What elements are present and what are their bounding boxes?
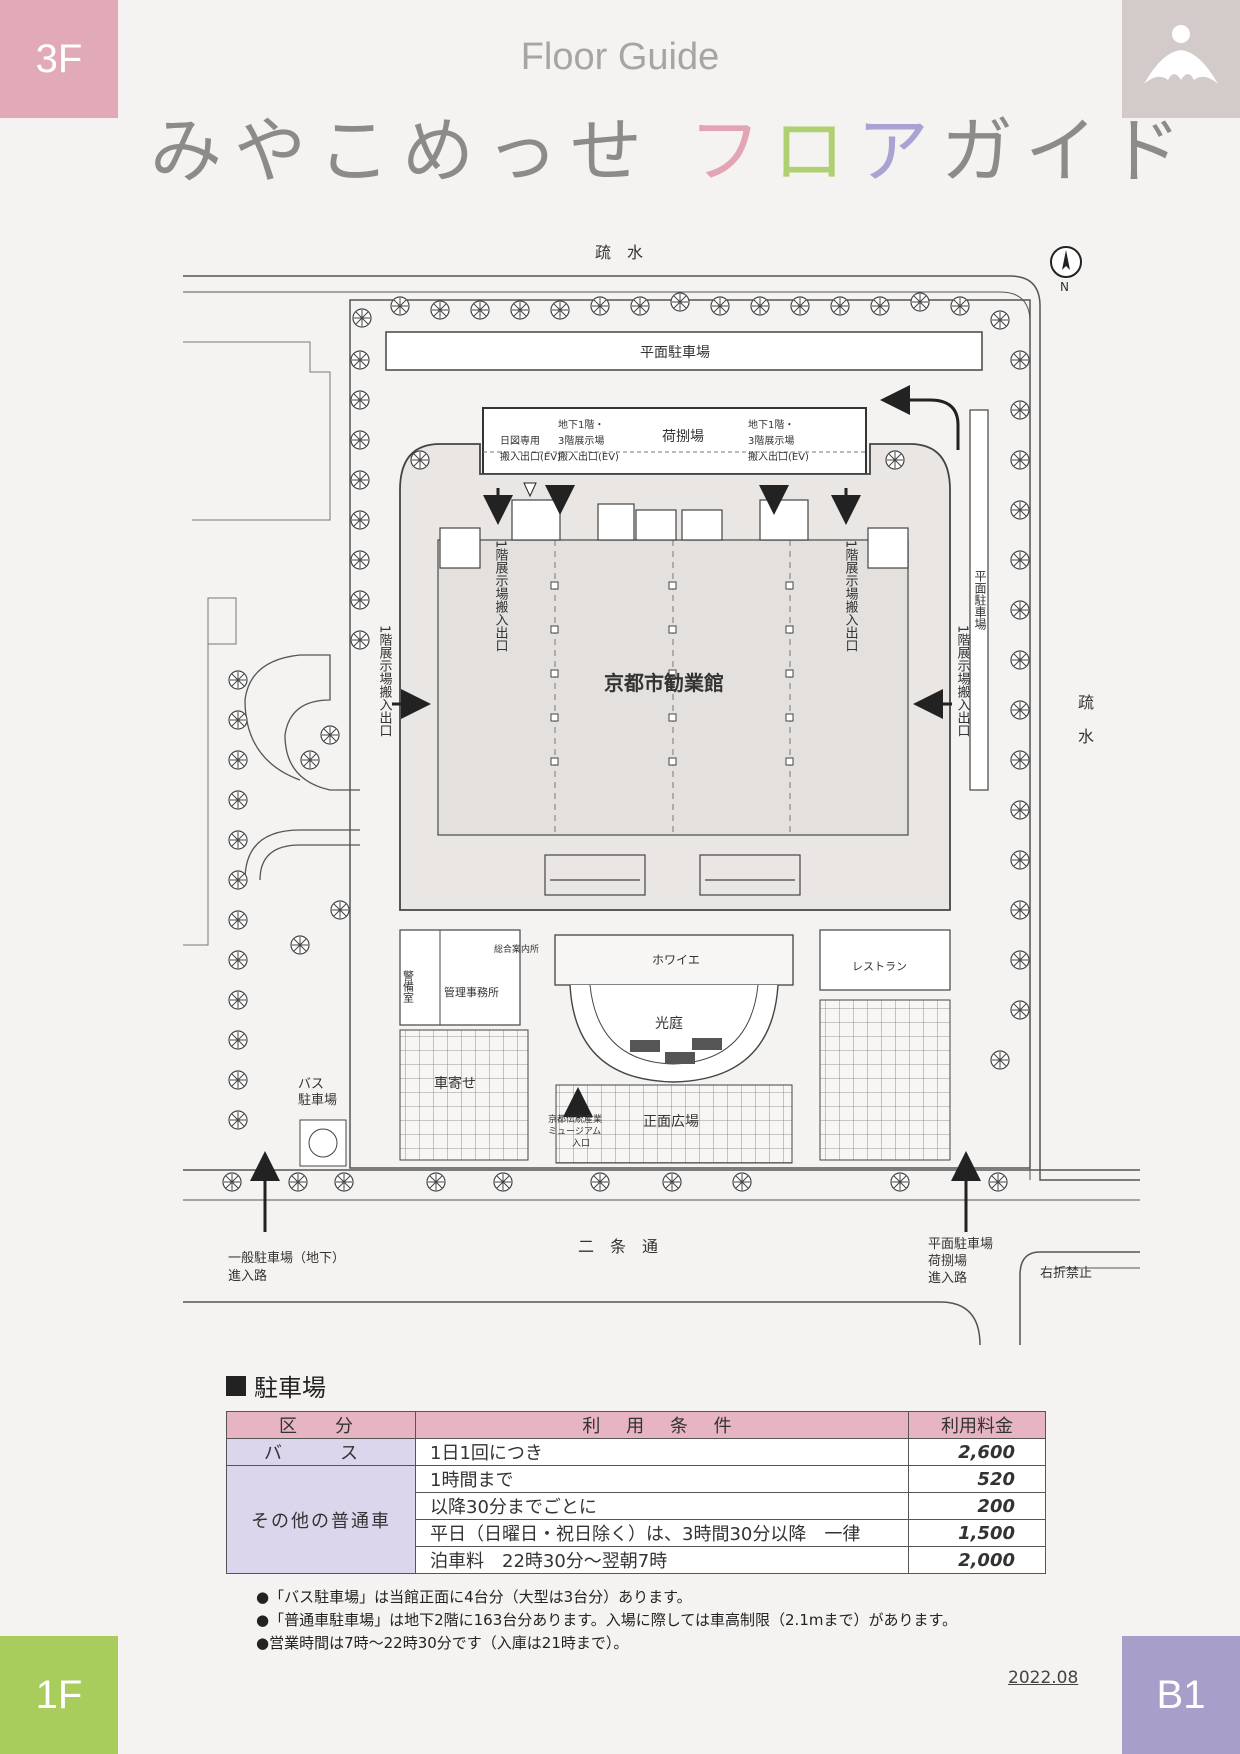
north-indicator: N (1060, 280, 1069, 294)
label-loading-mid-3: 搬入出口(EV) (558, 450, 619, 463)
label-canal-right-2: 水 (1078, 727, 1094, 746)
label-foyer: ホワイエ (652, 953, 700, 967)
parking-notes: ●「バス駐車場」は当館正面に4台分（大型は3台分）あります。 ●「普通車駐車場」… (256, 1586, 957, 1655)
category-car: その他の普通車 (226, 1465, 416, 1574)
title-jp-venue: みやこめっせ (150, 109, 689, 193)
table-row: 泊車料 22時30分〜翌朝7時 2,000 (227, 1546, 1046, 1574)
title-jp-fu: フ (688, 109, 773, 193)
fee-car-1: 520 (908, 1465, 1046, 1493)
label-drop-off: 車寄せ (434, 1075, 476, 1092)
label-loading-left-2: 搬入出口(EV) (500, 450, 561, 463)
label-admin-office: 管理事務所 (444, 985, 499, 999)
publication-date: 2022.08 (1008, 1668, 1079, 1688)
note-bus-parking: ●「バス駐車場」は当館正面に4台分（大型は3台分）あります。 (256, 1588, 692, 1606)
label-museum-1: 京都伝統産業 (548, 1113, 602, 1125)
label-right-entry-3: 進入路 (928, 1270, 967, 1286)
floor-tab-1f[interactable]: 1F (0, 1636, 118, 1754)
header-category: 区 分 (226, 1411, 416, 1439)
condition-car-2: 以降30分までごとに (415, 1492, 909, 1520)
label-loading-mid-2: 3階展示場 (558, 434, 604, 447)
label-general-parking-2: 進入路 (228, 1268, 267, 1284)
label-canal-top: 疏 水 (595, 243, 643, 262)
label-canal-right-1: 疏 (1078, 693, 1094, 712)
table-row: その他の普通車 1時間まで 520 (226, 1465, 1046, 1574)
fee-car-4: 2,000 (908, 1546, 1046, 1574)
table-row: バ ス 1日1回につき 2,600 (226, 1438, 1046, 1466)
title-japanese: みやこめっせ フロアガイド (150, 92, 1193, 197)
label-right-parking: 平面駐車場 (973, 570, 987, 631)
floor-tab-b1[interactable]: B1 (1122, 1636, 1240, 1754)
label-loading-vertical-3: 1階展示場搬入出口 (377, 625, 393, 738)
title-jp-guide: ガイド (940, 109, 1193, 193)
floor-tab-b1-label: B1 (1156, 1672, 1206, 1717)
label-loading-right-1: 地下1階・ (748, 418, 794, 431)
label-loading-vertical-4: 1階展示場搬入出口 (955, 625, 971, 738)
label-courtyard: 光庭 (655, 1015, 683, 1032)
floor-tab-3f[interactable]: 3F (0, 0, 118, 118)
label-front-plaza: 正面広場 (643, 1114, 699, 1130)
label-loading-dock: 荷捌場 (662, 429, 704, 445)
table-header-row: 区 分 利 用 条 件 利用料金 (226, 1411, 1046, 1439)
note-hours: ●営業時間は7時〜22時30分です（入庫は21時まで）。 (256, 1634, 629, 1652)
fee-car-3: 1,500 (908, 1519, 1046, 1547)
parking-fee-table: 区 分 利 用 条 件 利用料金 バ ス 1日1回につき 2,600 その他の普… (226, 1411, 1046, 1574)
label-loading-left-1: 日図専用 (500, 435, 540, 447)
label-right-entry-1: 平面駐車場 (928, 1237, 993, 1252)
table-row: 以降30分までごとに 200 (227, 1492, 1046, 1520)
header-fee: 利用料金 (908, 1411, 1046, 1439)
title-jp-ro: ロ (772, 109, 857, 193)
floor-map: N 疏 水 疏 水 平面駐車場 荷捌場 日図専用 搬入出口(EV) 地下1階・ … (183, 243, 1140, 1346)
fee-bus: 2,600 (908, 1438, 1046, 1466)
note-car-parking: ●「普通車駐車場」は地下2階に163台分あります。入場に際しては車高制限（2.1… (256, 1611, 957, 1629)
label-museum-3: 入口 (572, 1138, 590, 1149)
label-top-parking: 平面駐車場 (640, 344, 710, 361)
label-bus-parking-1: バス (298, 1077, 324, 1092)
label-bus-parking-2: 駐車場 (298, 1093, 337, 1108)
label-right-entry-2: 荷捌場 (928, 1253, 967, 1269)
title-english: Floor Guide (520, 36, 720, 78)
label-general-parking-1: 一般駐車場（地下） (228, 1250, 345, 1266)
label-restaurant: レストラン (852, 960, 907, 973)
label-info-desk: 総合案内所 (494, 943, 539, 955)
floor-tab-3f-label: 3F (35, 36, 83, 81)
floor-tab-1f-label: 1F (35, 1672, 83, 1717)
crest-icon (1144, 25, 1218, 84)
label-museum-2: ミュージアム (548, 1126, 601, 1137)
parking-section-title: 駐車場 (226, 1368, 326, 1403)
square-bullet-icon (226, 1375, 246, 1396)
fee-car-2: 200 (908, 1492, 1046, 1520)
category-bus: バ ス (226, 1438, 416, 1466)
condition-car-3: 平日（日曜日・祝日除く）は、3時間30分以降 一律 (415, 1519, 909, 1547)
table-row: 平日（日曜日・祝日除く）は、3時間30分以降 一律 1,500 (227, 1519, 1046, 1547)
header-conditions: 利 用 条 件 (415, 1411, 909, 1439)
logo (1122, 0, 1240, 118)
parking-title-text: 駐車場 (254, 1374, 326, 1402)
title-jp-a: ア (856, 109, 941, 193)
label-loading-right-3: 搬入出口(EV) (748, 450, 809, 463)
label-loading-vertical-2: 1階展示場搬入出口 (843, 540, 859, 653)
condition-bus: 1日1回につき (415, 1438, 909, 1466)
label-no-right-turn: 右折禁止 (1040, 1266, 1092, 1281)
label-loading-vertical-1: 1階展示場搬入出口 (493, 540, 509, 653)
label-guard-room: 警備室 (402, 969, 415, 1003)
label-loading-mid-1: 地下1階・ (558, 418, 604, 431)
label-street: 二 条 通 (578, 1237, 658, 1256)
label-loading-right-2: 3階展示場 (748, 434, 794, 447)
condition-car-1: 1時間まで (415, 1465, 909, 1493)
condition-car-4: 泊車料 22時30分〜翌朝7時 (415, 1546, 909, 1574)
label-hall-name: 京都市勧業館 (604, 671, 724, 695)
